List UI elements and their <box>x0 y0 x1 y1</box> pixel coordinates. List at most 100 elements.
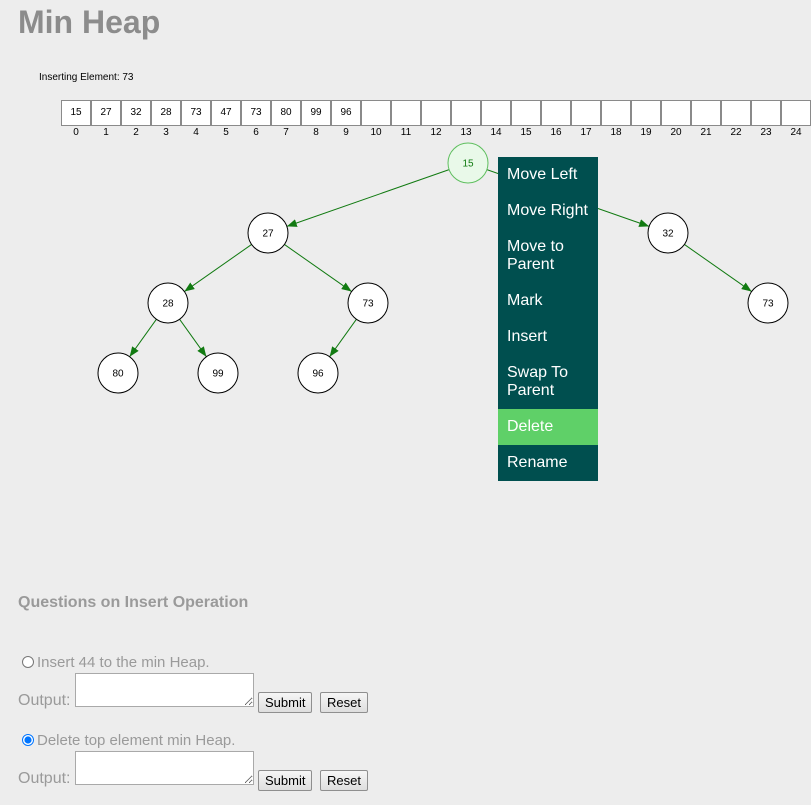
tree-node-label: 32 <box>662 229 674 240</box>
tree-node[interactable]: 28 <box>147 282 189 324</box>
menu-item-move-to-parent[interactable]: Move to Parent <box>507 238 564 273</box>
menu-item-swap-to-parent[interactable]: Swap To Parent <box>507 364 569 399</box>
array-cell: 73 <box>181 100 211 126</box>
array-cell: 15 <box>61 100 91 126</box>
array-index: 5 <box>223 127 229 138</box>
array-index: 11 <box>400 127 412 138</box>
question-insert-radio[interactable] <box>22 656 34 668</box>
tree-node-label: 96 <box>312 369 324 380</box>
array-index: 13 <box>460 127 472 138</box>
array-cell: 99 <box>301 100 331 126</box>
array-index: 4 <box>193 127 199 138</box>
tree-node[interactable]: 99 <box>197 352 239 394</box>
tree-node-label: 27 <box>262 229 274 240</box>
question-delete[interactable]: Delete top element min Heap. <box>18 732 235 749</box>
array-cell <box>541 100 571 126</box>
menu-item-move-left[interactable]: Move Left <box>507 166 578 183</box>
tree-node-label: 15 <box>462 159 474 170</box>
array-index: 22 <box>730 127 742 138</box>
array-index: 8 <box>313 127 319 138</box>
tree-edge <box>284 244 352 292</box>
array-index: 3 <box>163 127 169 138</box>
tree-node[interactable]: 96 <box>297 352 339 394</box>
tree-node[interactable]: 73 <box>747 282 789 324</box>
tree-node-label: 99 <box>212 369 224 380</box>
array-cell <box>721 100 751 126</box>
array-index: 10 <box>370 127 382 138</box>
array-index: 15 <box>520 127 532 138</box>
page-title: Min Heap <box>18 4 161 40</box>
array-index: 20 <box>670 127 682 138</box>
array-cell <box>511 100 541 126</box>
array-index: 12 <box>430 127 442 138</box>
reset-button-1[interactable]: Reset <box>320 692 368 713</box>
array-index: 23 <box>760 127 772 138</box>
questions-title: Questions on Insert Operation <box>18 594 249 611</box>
tree-node[interactable]: 80 <box>97 352 139 394</box>
array-index: 7 <box>283 127 289 138</box>
tree-node-label: 73 <box>762 299 774 310</box>
tree-node-circle[interactable] <box>197 352 239 394</box>
array-index: 6 <box>253 127 259 138</box>
array-index: 24 <box>790 127 802 138</box>
tree-node-label: 28 <box>162 299 174 310</box>
menu-item-delete[interactable]: Delete <box>498 409 598 445</box>
output-field-2[interactable] <box>75 751 254 785</box>
output-field-1[interactable] <box>75 673 254 707</box>
array-index: 19 <box>640 127 652 138</box>
array-cell <box>781 100 811 126</box>
tree-node-circle[interactable] <box>247 212 289 254</box>
reset-button-2[interactable]: Reset <box>320 770 368 791</box>
submit-button-2[interactable]: Submit <box>258 770 313 791</box>
tree-edge <box>286 169 450 227</box>
array-cell <box>631 100 661 126</box>
array-cell <box>451 100 481 126</box>
menu-item-move-right[interactable]: Move Right <box>507 202 588 219</box>
menu-item-mark[interactable]: Mark <box>507 292 543 309</box>
tree-node-label: 80 <box>112 369 124 380</box>
array-cell <box>601 100 631 126</box>
tree-node[interactable]: 32 <box>647 212 689 254</box>
array-index: 0 <box>73 127 79 138</box>
tree-node[interactable]: 27 <box>247 212 289 254</box>
tree-node-circle[interactable] <box>97 352 139 394</box>
question-delete-radio[interactable] <box>22 734 34 746</box>
array-cell: 27 <box>91 100 121 126</box>
array-cell: 73 <box>241 100 271 126</box>
array-cell <box>751 100 781 126</box>
menu-item-rename[interactable]: Rename <box>507 454 568 471</box>
array-cell <box>361 100 391 126</box>
array-cell <box>481 100 511 126</box>
array-cell: 47 <box>211 100 241 126</box>
tree-edge <box>184 244 252 292</box>
tree-node-circle[interactable] <box>747 282 789 324</box>
array-cell <box>691 100 721 126</box>
tree-node-circle[interactable] <box>297 352 339 394</box>
question-delete-text: Delete top element min Heap. <box>37 732 236 749</box>
tree-node-circle[interactable] <box>347 282 389 324</box>
question-insert-text: Insert 44 to the min Heap. <box>37 654 210 671</box>
tree-node[interactable]: 73 <box>347 282 389 324</box>
array-index: 14 <box>490 127 502 138</box>
array-index: 21 <box>700 127 712 138</box>
output-label-2: Output: <box>18 770 71 787</box>
submit-button-1[interactable]: Submit <box>258 692 313 713</box>
heap-tree: 15 27 32 28 73 73 80 99 96 <box>97 142 789 394</box>
menu-item-insert[interactable]: Insert <box>507 328 548 345</box>
tree-node-circle[interactable] <box>447 142 489 184</box>
tree-edge <box>329 318 357 358</box>
question-insert[interactable]: Insert 44 to the min Heap. <box>18 654 210 671</box>
array-cell <box>571 100 601 126</box>
tree-edge <box>129 318 157 358</box>
array-index: 9 <box>343 127 349 138</box>
array-index: 17 <box>580 127 592 138</box>
tree-node-circle[interactable] <box>647 212 689 254</box>
tree-node-label: 73 <box>362 299 374 310</box>
output-label-1: Output: <box>18 692 71 709</box>
array-cell: 32 <box>121 100 151 126</box>
array-cell: 96 <box>331 100 361 126</box>
tree-node-circle[interactable] <box>147 282 189 324</box>
tree-node[interactable]: 15 <box>447 142 489 184</box>
array-index: 16 <box>550 127 562 138</box>
